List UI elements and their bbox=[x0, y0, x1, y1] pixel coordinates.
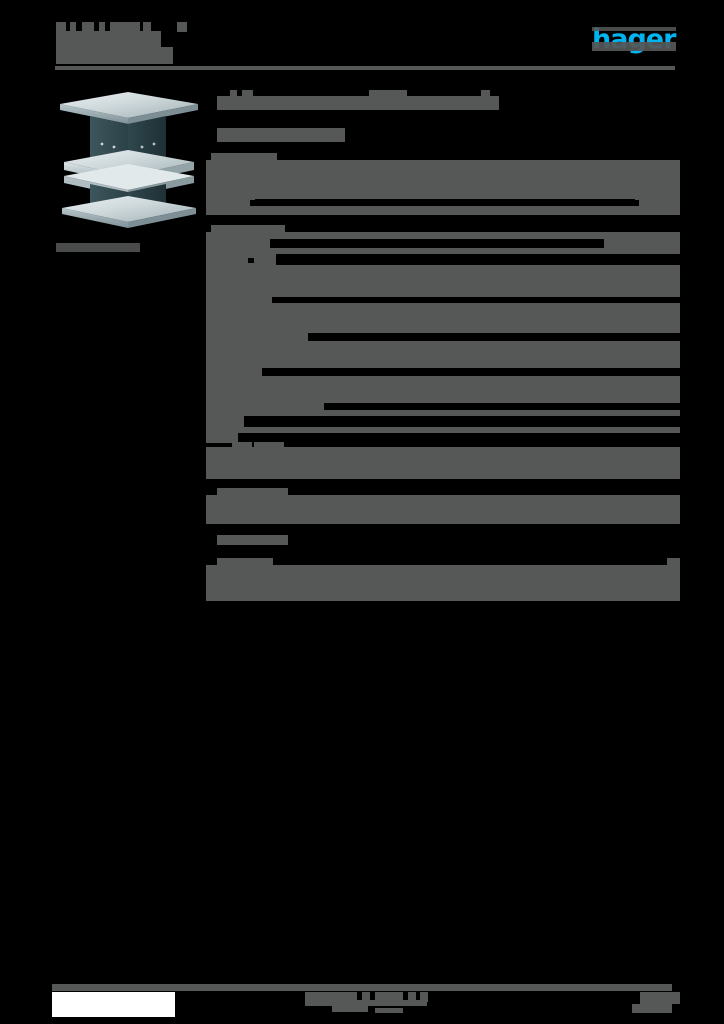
section-label-redaction bbox=[211, 225, 285, 232]
section-label-redaction bbox=[217, 488, 288, 496]
section-row-redaction bbox=[206, 291, 680, 297]
main-heading-redaction bbox=[242, 90, 253, 96]
product-caption-redaction bbox=[56, 243, 140, 252]
section-row-redaction bbox=[206, 333, 308, 341]
section-body-redaction bbox=[206, 495, 680, 524]
section-row-redaction bbox=[206, 410, 680, 416]
footer-divider bbox=[52, 984, 672, 991]
footer-center-redaction bbox=[305, 992, 357, 1002]
footer-center-redaction bbox=[420, 992, 428, 1002]
main-heading-redaction bbox=[217, 96, 499, 110]
section-label-redaction bbox=[211, 153, 277, 161]
main-heading-redaction bbox=[369, 90, 407, 96]
footer-url-box: hager.com/nl bbox=[52, 992, 175, 1017]
section-label-redaction bbox=[217, 558, 273, 565]
section-row-redaction bbox=[206, 427, 680, 433]
header-divider bbox=[55, 66, 675, 70]
main-heading-redaction bbox=[230, 90, 237, 96]
row-gap bbox=[312, 333, 680, 341]
section-row-redaction bbox=[206, 254, 276, 265]
footer-right-redaction bbox=[632, 1004, 672, 1013]
footer-center-redaction bbox=[408, 992, 416, 1002]
section-row-redaction bbox=[206, 376, 680, 403]
header-title-redaction bbox=[70, 22, 76, 32]
footer-center-redaction bbox=[332, 1006, 368, 1012]
section-row-redaction bbox=[206, 433, 238, 443]
row-gap bbox=[248, 416, 680, 427]
section-row-redaction bbox=[206, 265, 680, 291]
section-row-redaction bbox=[604, 239, 680, 248]
header-title-redaction bbox=[56, 22, 66, 32]
footer-center-redaction bbox=[362, 992, 370, 1002]
logo-redaction-bottom bbox=[592, 42, 676, 51]
section-body-redaction bbox=[206, 206, 680, 215]
footer-center-redaction bbox=[375, 1008, 403, 1013]
section-row-redaction bbox=[254, 442, 284, 447]
header-title-redaction bbox=[82, 22, 94, 32]
section-row-redaction bbox=[206, 297, 272, 303]
footer-center-redaction bbox=[305, 1000, 427, 1006]
section-row-redaction bbox=[206, 303, 680, 333]
footer-right-redaction bbox=[640, 992, 680, 1004]
main-heading-redaction bbox=[481, 90, 490, 96]
header-title-redaction bbox=[177, 22, 187, 32]
section-body-redaction bbox=[639, 199, 680, 206]
section-row-redaction bbox=[206, 232, 680, 239]
footer-center-redaction bbox=[375, 992, 403, 1002]
row-gap bbox=[280, 254, 680, 265]
header-title-redaction bbox=[56, 31, 161, 48]
row-gap bbox=[240, 433, 680, 443]
header-title-redaction bbox=[110, 22, 140, 32]
section-row-redaction bbox=[206, 403, 324, 410]
header-title-redaction bbox=[99, 22, 105, 32]
header-subtitle-redaction bbox=[56, 47, 173, 64]
section-label-redaction bbox=[667, 558, 680, 565]
row-gap bbox=[274, 297, 680, 303]
section-body-redaction bbox=[206, 565, 680, 601]
row-gap bbox=[328, 403, 680, 410]
section-row-redaction bbox=[206, 368, 262, 376]
product-image bbox=[56, 88, 202, 230]
section-label-redaction bbox=[217, 535, 288, 545]
section-body-redaction bbox=[206, 160, 680, 200]
section-row-redaction bbox=[232, 442, 252, 447]
main-subheading-redaction bbox=[217, 128, 345, 142]
header-title-redaction bbox=[143, 22, 151, 32]
logo-redaction-top bbox=[592, 27, 676, 31]
section-row-redaction bbox=[206, 416, 244, 427]
row-gap bbox=[272, 239, 602, 248]
row-gap bbox=[248, 258, 254, 263]
section-row-redaction bbox=[206, 239, 270, 248]
section-body-redaction bbox=[206, 199, 250, 206]
section-row-redaction bbox=[206, 248, 680, 254]
section-row-redaction bbox=[206, 341, 680, 368]
row-gap bbox=[264, 368, 680, 376]
section-row-redaction bbox=[206, 447, 680, 479]
section-body-gap bbox=[255, 199, 635, 206]
